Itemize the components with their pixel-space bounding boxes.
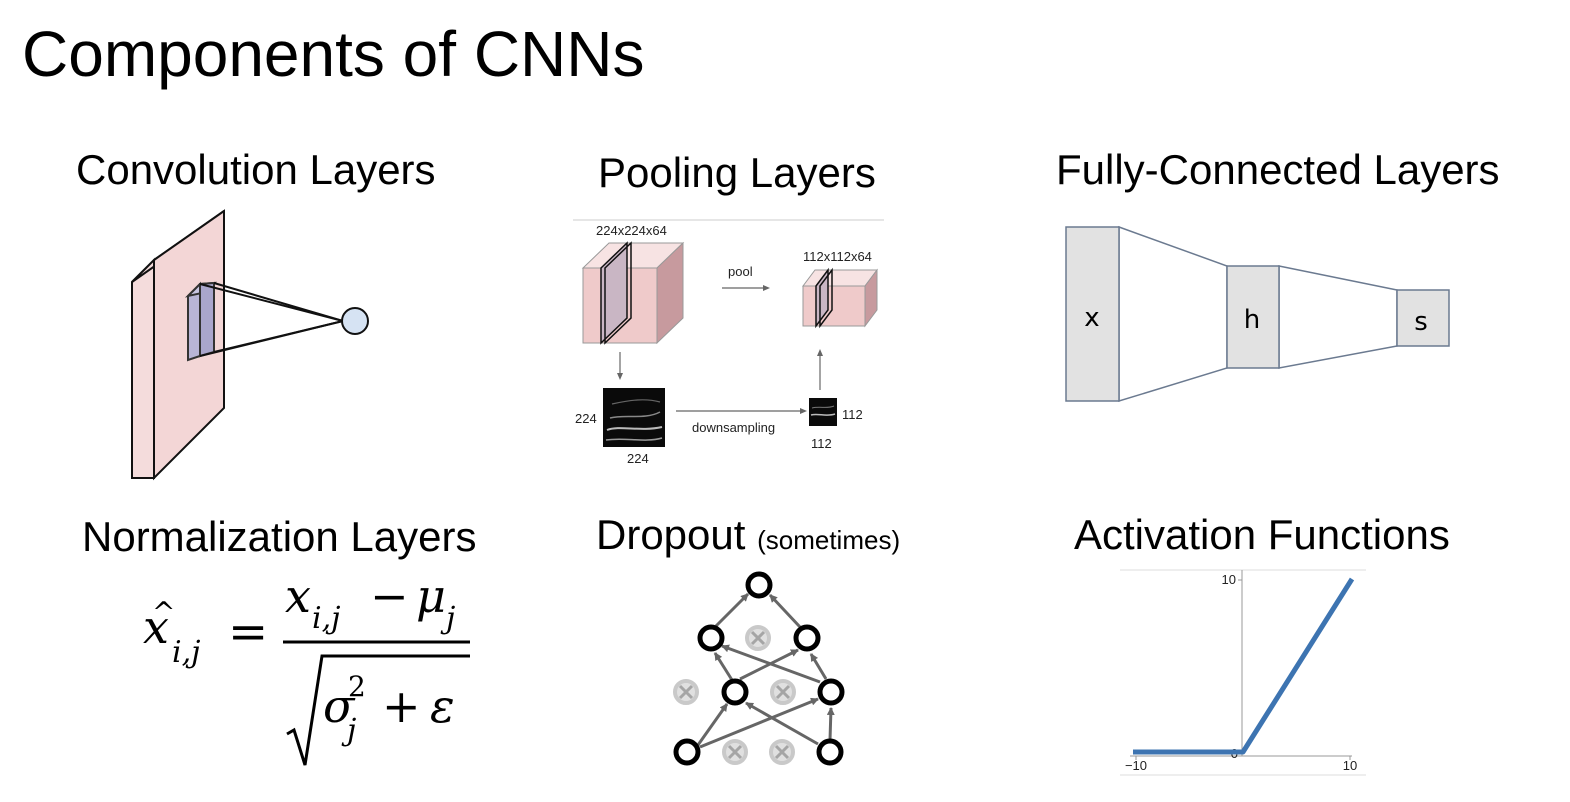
feature-streak (811, 405, 835, 409)
x-max-tick-label: 10 (1343, 758, 1357, 773)
pool-output-width-label: 112 (811, 436, 832, 451)
feature-streak (810, 413, 836, 416)
downsampling-arrow-head (800, 408, 807, 414)
activation-functions-title: Activation Functions (1074, 511, 1450, 558)
dropout-edge (745, 701, 819, 746)
dropout-edge (768, 593, 802, 629)
fc-label-h: h (1244, 305, 1260, 335)
pool-input-slice-edge (604, 241, 632, 345)
dropout-title: Dropout (sometimes) (596, 510, 900, 565)
dropout-edge (809, 653, 828, 680)
pool-input-height-label: 224 (575, 411, 597, 426)
normalization-layers-title: Normalization Layers (82, 513, 477, 560)
pool-input-width-label: 224 (627, 451, 649, 466)
dropout-node (816, 738, 844, 766)
conv-line (213, 282, 344, 322)
feature-streak (605, 437, 663, 441)
conv-line (213, 320, 344, 353)
y-max-tick-label: 10 (1222, 572, 1236, 587)
formula-lhs-subscript: i,j (172, 635, 200, 670)
dropped-node (673, 679, 699, 705)
dropout-edge (721, 644, 821, 684)
dropout-edge (699, 697, 819, 749)
formula-numerator-x: x (285, 569, 311, 623)
formula-minus: − (370, 569, 409, 623)
conv-output-neuron (341, 307, 369, 335)
pool-input-size-label: 224x224x64 (596, 223, 667, 238)
dropped-node (769, 739, 795, 765)
feature-streak (611, 399, 661, 405)
dropped-node (722, 739, 748, 765)
pool-down-arrow-head (617, 373, 623, 380)
dropout-node (697, 624, 725, 652)
dropped-node (745, 625, 771, 651)
formula-lhs-x: x (143, 600, 169, 654)
dropout-edge (714, 592, 750, 628)
dropout-edge (696, 703, 729, 746)
formula-sigma-superscript: 2 (348, 670, 366, 703)
formula-mu: μ (416, 569, 446, 623)
dropout-active-nodes (673, 571, 845, 766)
dropout-node (793, 624, 821, 652)
dropout-edge (713, 652, 734, 681)
dropout-dropped-nodes (673, 625, 796, 765)
fc-layer-x (1065, 226, 1120, 402)
dropout-node (817, 678, 845, 706)
downsampling-label: downsampling (692, 420, 775, 435)
pool-arrow-label: pool (728, 264, 753, 279)
dropout-edge (826, 707, 835, 741)
x-min-tick-label: −10 (1125, 758, 1147, 773)
pool-output-slice (815, 267, 829, 329)
fc-label-s: s (1414, 307, 1428, 337)
dropped-node (770, 679, 796, 705)
pool-output-feature-map (809, 398, 837, 426)
fc-label-x: x (1084, 303, 1099, 333)
pool-output-size-label: 112x112x64 (803, 249, 872, 264)
fc-layer-h (1226, 265, 1280, 369)
dropout-node (673, 738, 701, 766)
formula-hat: ^ (152, 596, 175, 629)
pool-input-slice (600, 241, 628, 345)
pool-up-arrow-head (817, 349, 823, 356)
dropout-node (745, 571, 773, 599)
formula-epsilon: ε (430, 679, 455, 733)
slide-title: Components of CNNs (22, 18, 645, 90)
formula-sqrt (286, 654, 470, 766)
relu-curve (1133, 577, 1355, 755)
pool-arrow-head (763, 285, 770, 291)
fc-layer-s (1396, 289, 1450, 347)
pool-output-slice-edge (819, 267, 833, 329)
feature-streak (606, 426, 663, 431)
pool-output-cube-front (802, 285, 866, 327)
convolution-layers-title: Convolution Layers (76, 146, 436, 193)
formula-sigma: σ (323, 679, 356, 733)
dropout-node (721, 678, 749, 706)
dropout-label: Dropout (596, 511, 746, 558)
dropout-note: (sometimes) (757, 525, 901, 555)
pooling-layers-title: Pooling Layers (598, 149, 876, 196)
feature-streak (609, 411, 661, 419)
pool-output-height-label: 112 (842, 407, 863, 422)
formula-numerator-subscript: i,j (312, 601, 340, 636)
formula-plus: + (382, 679, 421, 733)
formula-equals: = (228, 604, 268, 660)
fully-connected-layers-title: Fully-Connected Layers (1056, 146, 1500, 193)
dropout-edges (696, 592, 835, 749)
